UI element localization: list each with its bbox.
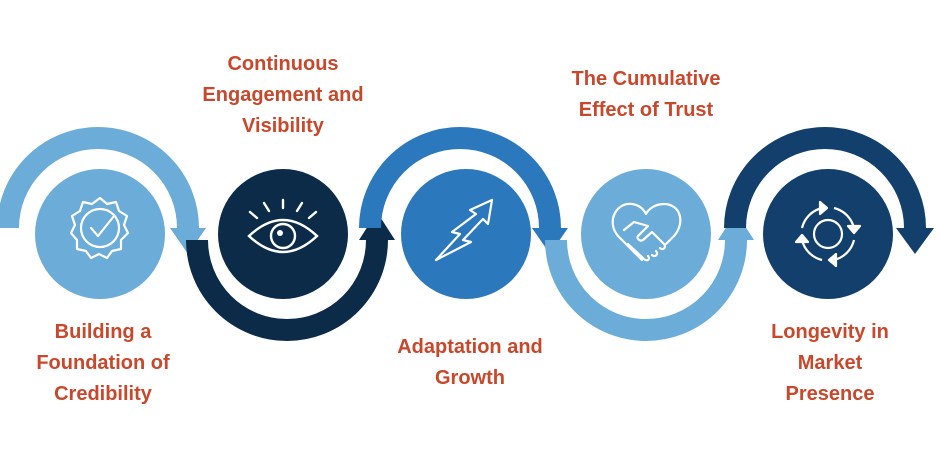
step-circle-2	[218, 169, 348, 299]
step-label-2: Continuous Engagement and Visibility	[202, 53, 364, 137]
eye-icon	[247, 198, 319, 254]
step-circle-5	[763, 169, 893, 299]
heart-handshake-icon	[611, 202, 682, 262]
step-label-3: Adaptation and Growth	[397, 336, 543, 389]
verified-badge-icon	[69, 196, 130, 260]
arc-arrow-5	[896, 228, 934, 254]
step-circle-4	[581, 169, 711, 299]
step-label-5: Longevity in Market Presence	[771, 321, 889, 405]
growth-arrow-icon	[434, 198, 494, 262]
step-circle-3	[401, 169, 531, 299]
arc-4	[545, 239, 747, 341]
step-label-4: The Cumulative Effect of Trust	[571, 68, 721, 121]
cycle-arrows-icon	[794, 200, 862, 268]
arc-5	[724, 127, 926, 229]
arc-1	[0, 127, 199, 229]
arc-2	[186, 239, 388, 341]
step-label-1: Building a Foundation of Credibility	[36, 321, 170, 405]
arc-3	[359, 127, 561, 229]
